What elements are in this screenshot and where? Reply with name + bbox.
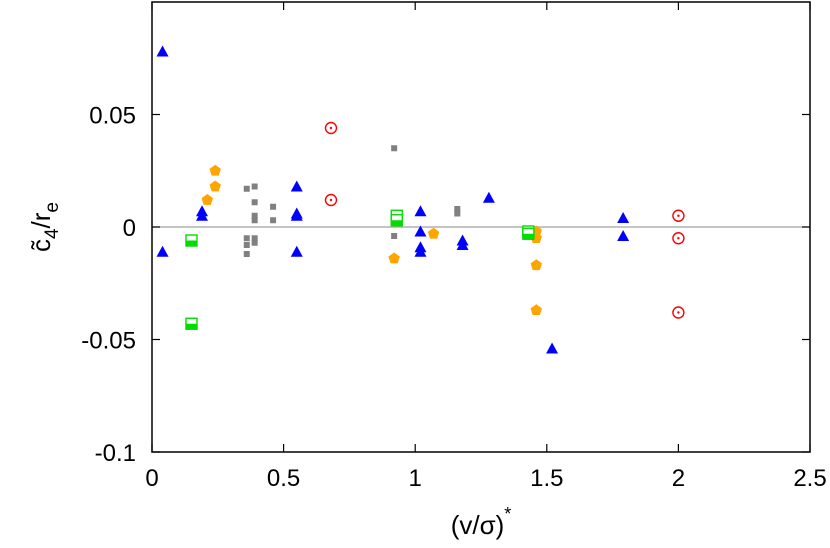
data-point-small-square <box>454 210 461 217</box>
data-point-small-square <box>243 242 250 248</box>
circle-dot <box>677 237 680 240</box>
data-point-small-square <box>391 145 398 152</box>
x-tick-label: 1.5 <box>530 465 563 492</box>
circle-ring <box>672 209 685 222</box>
data-point-small-square <box>454 206 461 212</box>
data-point-small-square <box>391 233 398 239</box>
data-point-small-square <box>270 203 277 210</box>
data-point-square <box>185 317 198 330</box>
axes-group: 0 0.5 1 1.5 2 2.5 -0.1 -0.05 0 0.05 <box>81 2 827 492</box>
square-fill <box>185 240 197 246</box>
data-point-triangle <box>617 230 630 241</box>
data-point-triangle <box>290 245 303 257</box>
data-point-triangle <box>196 209 209 221</box>
data-point-triangle <box>156 45 169 57</box>
square-fill <box>391 220 403 226</box>
data-point-triangle <box>617 212 630 223</box>
data-point-triangle <box>156 245 169 257</box>
data-point-pentagon <box>427 227 440 239</box>
data-point-square <box>185 234 198 247</box>
data-point-triangle <box>456 239 469 250</box>
data-point-small-square <box>251 235 258 242</box>
x-tick-label: 1 <box>409 465 422 492</box>
y-tick-label: 0 <box>123 215 136 242</box>
data-point-triangle <box>290 209 303 221</box>
circle-ring <box>324 193 338 207</box>
data-points-group <box>156 45 685 354</box>
x-tick-label: 0.5 <box>267 465 300 492</box>
data-point-triangle <box>546 342 559 354</box>
data-point-circle <box>672 232 685 245</box>
data-point-circle <box>672 209 685 222</box>
data-point-small-square <box>243 251 250 257</box>
data-point-square <box>390 214 403 227</box>
circle-ring <box>324 121 338 135</box>
data-point-small-square <box>243 185 250 192</box>
data-point-pentagon <box>530 259 542 271</box>
data-point-triangle <box>482 191 495 203</box>
x-axis-label: (v/σ)* <box>451 504 512 540</box>
data-point-triangle <box>414 225 427 237</box>
x-tick-label: 2 <box>672 465 685 492</box>
circle-ring <box>672 306 685 319</box>
y-tick-label: -0.05 <box>81 328 136 355</box>
x-tick-label: 2.5 <box>793 465 826 492</box>
data-point-pentagon <box>388 252 400 264</box>
circle-dot <box>677 214 680 217</box>
data-point-square <box>522 227 535 240</box>
square-fill <box>185 323 197 330</box>
y-tick-label: -0.1 <box>95 440 136 467</box>
data-point-small-square <box>251 183 258 190</box>
x-tick-label: 0 <box>145 465 158 492</box>
circle-ring <box>672 232 685 245</box>
data-point-triangle <box>414 245 427 257</box>
circle-dot <box>677 311 680 314</box>
data-point-small-square <box>251 212 258 219</box>
data-point-small-square <box>243 235 250 242</box>
data-point-circle <box>324 193 338 207</box>
data-point-small-square <box>251 217 258 224</box>
data-point-triangle <box>414 205 427 217</box>
circle-dot <box>329 198 333 202</box>
data-point-pentagon <box>530 304 542 316</box>
data-point-triangle <box>290 180 303 192</box>
square-fill <box>522 233 534 240</box>
data-point-small-square <box>251 239 258 246</box>
data-point-small-square <box>270 217 277 224</box>
circle-dot <box>329 126 333 130</box>
data-point-circle <box>672 306 685 319</box>
data-point-pentagon <box>201 194 213 205</box>
data-point-small-square <box>251 199 258 206</box>
data-point-pentagon <box>209 180 221 192</box>
y-axis-label: c̃4/re <box>26 202 63 252</box>
data-point-pentagon <box>209 164 221 176</box>
y-tick-label: 0.05 <box>89 103 136 130</box>
data-point-circle <box>324 121 338 135</box>
